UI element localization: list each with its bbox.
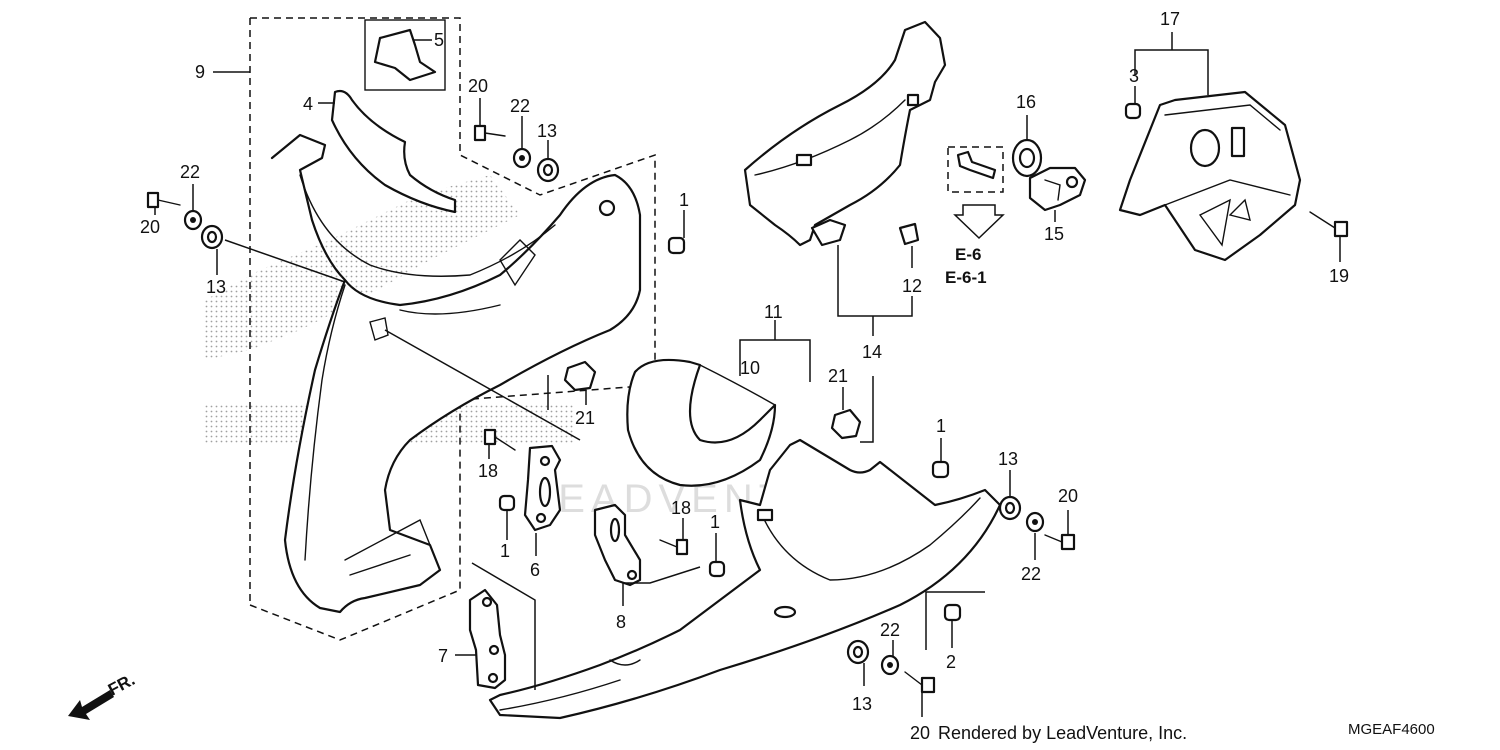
part-5-wedge xyxy=(364,19,446,91)
fasteners xyxy=(146,102,1349,694)
label-4: 4 xyxy=(303,94,313,114)
reference-arrow xyxy=(953,204,1005,240)
label-20-d: 20 xyxy=(910,723,930,743)
label-9: 9 xyxy=(195,62,205,82)
part-17-bracket-assembly xyxy=(1118,90,1302,262)
label-10: 10 xyxy=(740,358,760,378)
label-14: 14 xyxy=(862,342,882,362)
bolt-20-a xyxy=(473,124,506,142)
leader-lines xyxy=(154,86,1341,717)
label-20-a: 20 xyxy=(468,76,488,96)
part-15-plate xyxy=(1028,166,1087,212)
washer-22-a xyxy=(512,147,532,169)
part-6-bracket xyxy=(523,444,562,556)
label-2: 2 xyxy=(946,652,956,672)
clip-21-b xyxy=(830,408,862,440)
part-10-heat-shield xyxy=(626,358,777,487)
bolt-20-b xyxy=(146,191,181,209)
part-16-grommet xyxy=(1011,138,1043,178)
bolt-20-c xyxy=(1044,533,1076,551)
nut-1-b xyxy=(931,460,950,479)
label-15: 15 xyxy=(1044,224,1064,244)
nut-2 xyxy=(943,603,962,622)
label-8: 8 xyxy=(616,612,626,632)
label-16: 16 xyxy=(1016,92,1036,112)
reference-e6[interactable]: E-6 xyxy=(955,245,981,264)
grommet-13-d xyxy=(846,639,870,665)
label-13-c: 13 xyxy=(998,449,1018,469)
label-17: 17 xyxy=(1160,9,1180,29)
label-22-d: 22 xyxy=(880,620,900,640)
grommet-13-b xyxy=(200,224,224,250)
label-3: 3 xyxy=(1129,66,1139,86)
part-labels: 9 5 4 20 22 13 22 20 13 1 11 10 12 14 16… xyxy=(140,9,1349,743)
label-12: 12 xyxy=(902,276,922,296)
bolt-19 xyxy=(1309,211,1349,238)
label-21-a: 21 xyxy=(575,408,595,428)
part-14-bracket-lines xyxy=(837,245,913,443)
label-1-c: 1 xyxy=(710,512,720,532)
label-13-a: 13 xyxy=(537,121,557,141)
undercowl xyxy=(488,438,1002,720)
nut-1-a xyxy=(667,236,686,255)
bolt-20-d xyxy=(904,671,936,694)
label-11: 11 xyxy=(764,302,783,322)
grommet-13-a xyxy=(536,157,560,183)
part-4-inner-cover xyxy=(318,89,457,214)
label-5: 5 xyxy=(434,30,444,50)
bolt-18-b xyxy=(659,538,689,556)
label-22-c: 22 xyxy=(1021,564,1041,584)
washer-22-b xyxy=(183,209,203,231)
label-18-a: 18 xyxy=(478,461,498,481)
grommet-13-c xyxy=(998,495,1022,521)
clip-21-a xyxy=(563,360,597,392)
nut-1-c xyxy=(498,494,516,512)
reference-e6-1[interactable]: E-6-1 xyxy=(945,268,987,287)
washer-22-d xyxy=(880,654,900,676)
label-1-b: 1 xyxy=(500,541,510,561)
part-14-inner-panel xyxy=(743,20,947,247)
front-arrow-icon xyxy=(68,690,114,720)
label-1-d: 1 xyxy=(936,416,946,436)
bolt-box xyxy=(947,146,1004,193)
bolt-18-a xyxy=(483,428,516,451)
label-18-b: 18 xyxy=(671,498,691,518)
label-21-b: 21 xyxy=(828,366,848,386)
part-7-bracket xyxy=(455,588,507,690)
front-indicator: FR. xyxy=(68,670,138,720)
credit-text: Rendered by LeadVenture, Inc. xyxy=(938,723,1187,743)
label-20-b: 20 xyxy=(140,217,160,237)
group-9-outline xyxy=(213,17,656,641)
label-13-b: 13 xyxy=(206,277,226,297)
label-1-a: 1 xyxy=(679,190,689,210)
label-19: 19 xyxy=(1329,266,1349,286)
label-6: 6 xyxy=(530,560,540,580)
diagram-code: MGEAF4600 xyxy=(1348,721,1435,738)
nut-3 xyxy=(1124,102,1142,120)
part-11-bracket-lines xyxy=(739,320,811,382)
part-12-clip xyxy=(898,222,920,246)
label-22-a: 22 xyxy=(510,96,530,116)
label-20-c: 20 xyxy=(1058,486,1078,506)
nut-1-d xyxy=(708,560,726,578)
label-13-d: 13 xyxy=(852,694,872,714)
part-9-front-fairing xyxy=(270,133,642,614)
part-8-bracket xyxy=(593,503,701,606)
washer-22-c xyxy=(1025,511,1045,533)
label-22-b: 22 xyxy=(180,162,200,182)
part-17-bracket-lines xyxy=(1134,32,1209,95)
label-7: 7 xyxy=(438,646,448,666)
